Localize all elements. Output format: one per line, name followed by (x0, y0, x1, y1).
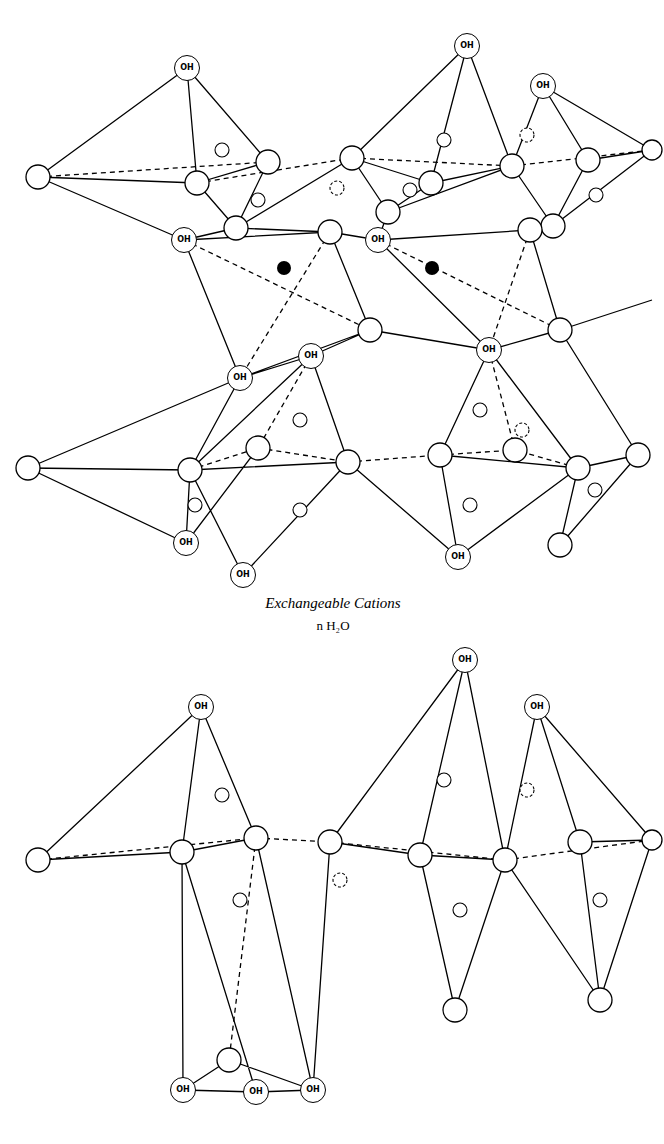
hydroxyl-label: OH (530, 703, 544, 711)
hydroxyl-label: OH (194, 703, 208, 711)
hydroxyl-circle: OH (300, 1077, 326, 1103)
hidden-edges (38, 838, 652, 1060)
hydroxyl-circle: OH (476, 337, 502, 363)
hydroxyl-circle: OH (452, 647, 478, 673)
hydroxyl-circle: OH (230, 562, 256, 588)
hydroxyl-circle: OH (171, 227, 197, 253)
hydroxyl-circle: OH (530, 73, 556, 99)
hydroxyl-label: OH (177, 236, 191, 244)
hydroxyl-circle: OH (298, 343, 324, 369)
hydroxyl-label: OH (482, 346, 496, 354)
oxygen-atoms (16, 140, 662, 1072)
hydroxyl-label: OH (458, 656, 472, 664)
octahedral-cations (277, 261, 439, 275)
layer-note: n H₂O (316, 619, 349, 633)
hidden-edges (184, 230, 560, 378)
hydroxyl-circle: OH (170, 1077, 196, 1103)
tetrahedra-edges (28, 330, 638, 575)
hydroxyl-label: OH (180, 64, 194, 72)
hydroxyl-circle: OH (174, 55, 200, 81)
hydroxyl-label: OH (460, 42, 474, 50)
hydroxyl-circle: OH (524, 694, 550, 720)
hydroxyl-label: OH (451, 553, 465, 561)
hydroxyl-circle: OH (227, 365, 253, 391)
hydroxyl-circle: OH (454, 33, 480, 59)
hydroxyl-label: OH (236, 571, 250, 579)
hydroxyl-label: OH (233, 374, 247, 382)
hydroxyl-circle: OH (173, 530, 199, 556)
hydroxyl-circle: OH (243, 1079, 269, 1105)
hydroxyl-label: OH (176, 1086, 190, 1094)
tetrahedra-edges (38, 660, 652, 1092)
hydroxyl-label: OH (179, 539, 193, 547)
hydroxyl-circle: OH (365, 227, 391, 253)
silicon-atoms (188, 128, 607, 917)
hydroxyl-label: OH (371, 236, 385, 244)
hydroxyl-label: OH (304, 352, 318, 360)
layer-note: Exchangeable Cations (265, 595, 400, 612)
hidden-edges (190, 350, 578, 470)
hydroxyl-label: OH (536, 82, 550, 90)
hydroxyl-label: OH (306, 1086, 320, 1094)
tetrahedra-edges (38, 46, 652, 228)
hydroxyl-circle: OH (445, 544, 471, 570)
hydroxyl-label: OH (249, 1088, 263, 1096)
hydroxyl-circle: OH (188, 694, 214, 720)
octahedra-edges (38, 177, 652, 378)
